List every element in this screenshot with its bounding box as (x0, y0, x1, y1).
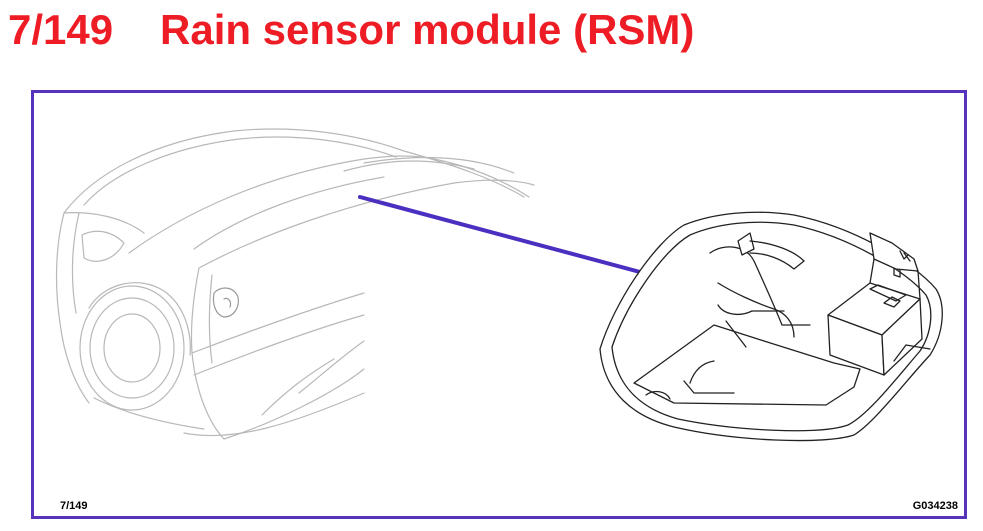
leader-line (358, 195, 642, 274)
figure-frame: 7/149 G034238 (31, 90, 967, 519)
section-title: Rain sensor module (RSM) (160, 6, 695, 53)
rain-sensor-module (599, 211, 943, 442)
figure-id: G034238 (912, 500, 958, 512)
page-title: 7/149 Rain sensor module (RSM) (8, 2, 694, 58)
illustration (55, 128, 943, 442)
page-reference: 7/149 (60, 500, 88, 512)
section-code: 7/149 (8, 6, 114, 53)
car-outline (55, 128, 535, 440)
